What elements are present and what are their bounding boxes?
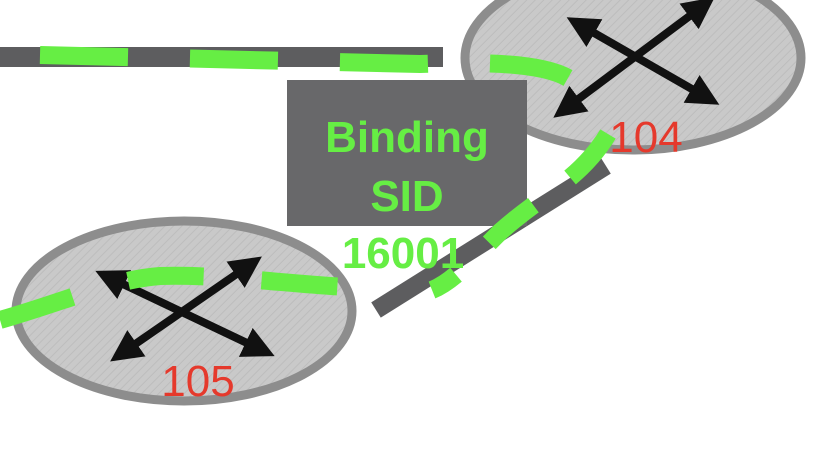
binding-sid-box: Binding SID xyxy=(287,80,527,226)
sr-path-bottom xyxy=(0,266,371,329)
binding-box-line2: SID xyxy=(370,172,443,221)
router-104[interactable]: 104 xyxy=(460,0,806,162)
binding-box-line1: Binding xyxy=(325,113,489,162)
sr-path-top xyxy=(39,46,573,87)
router-label-105: 105 xyxy=(161,357,234,406)
router-label-104: 104 xyxy=(609,113,682,162)
sr-path-descent xyxy=(428,129,616,299)
router-105[interactable]: 105 xyxy=(11,216,357,406)
sid-value: 16001 xyxy=(342,229,464,278)
router-cross-arrows-icon xyxy=(553,0,720,118)
